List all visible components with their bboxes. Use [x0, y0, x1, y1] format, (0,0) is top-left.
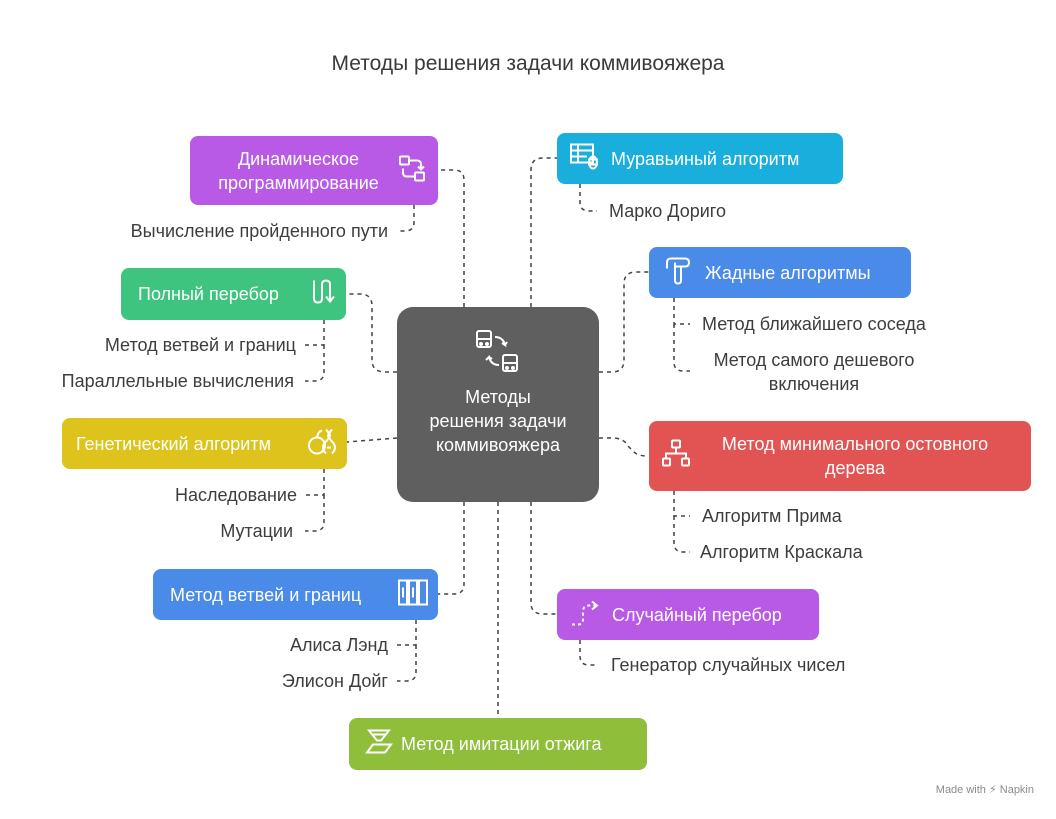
grid-bug-icon [569, 141, 601, 176]
node-label: Динамическое программирование [218, 148, 379, 193]
node-ant-colony: Муравьиный алгоритм [557, 133, 843, 184]
center-node: Методы решения задачи коммивояжера [397, 307, 599, 502]
sub-greedy-2: Метод самого дешевого включения [713, 350, 915, 394]
sub-ant-1: Марко Дориго [609, 201, 726, 221]
node-random-search: Случайный перебор [557, 589, 819, 640]
sub-random-1: Генератор случайных чисел [611, 655, 846, 675]
tree-nodes-icon [661, 439, 691, 474]
sub-brute-1: Метод ветвей и границ [104, 335, 296, 355]
hook-hand-icon [661, 254, 693, 291]
watermark: Made with ⚡ Napkin [935, 784, 1034, 796]
node-brute-force: Полный перебор [121, 268, 346, 320]
zigzag-arrow-icon [310, 277, 338, 312]
node-label: Метод минимального остовного дерева [721, 434, 989, 478]
swap-blocks-icon [397, 153, 427, 188]
funnel-map-icon [365, 727, 393, 762]
node-min-spanning-tree: Метод минимального остовного дерева [649, 421, 1031, 491]
sub-branch-2: Элисон Дойг [281, 671, 388, 691]
node-dynamic-programming: Динамическое программирование [190, 136, 438, 205]
node-genetic-algorithm: Генетический алгоритм [62, 418, 347, 469]
node-branch-and-bound: Метод ветвей и границ [153, 569, 438, 620]
sub-mst-1: Алгоритм Прима [702, 506, 842, 526]
node-simulated-annealing: Метод имитации отжига [349, 718, 647, 770]
sub-brute-2: Параллельные вычисления [61, 371, 294, 391]
node-label: Генетический алгоритм [76, 433, 271, 454]
node-label: Муравьиный алгоритм [611, 148, 800, 169]
sub-genetic-1: Наследование [174, 485, 297, 505]
sub-genetic-2: Мутации [220, 521, 293, 541]
bus-route-icon [473, 327, 523, 382]
node-greedy: Жадные алгоритмы [649, 247, 911, 298]
node-label: Полный перебор [138, 284, 279, 304]
dotted-path-icon [569, 597, 601, 632]
center-label: Методы решения задачи коммивояжера [429, 387, 567, 455]
sub-dynamic-1: Вычисление пройденного пути [130, 221, 388, 241]
sub-branch-1: Алиса Лэнд [289, 635, 388, 655]
node-label: Жадные алгоритмы [705, 262, 871, 283]
node-label: Метод имитации отжига [401, 734, 602, 754]
page-title: Методы решения задачи коммивояжера [331, 52, 725, 75]
dna-apple-icon [306, 425, 336, 462]
sub-greedy-1: Метод ближайшего соседа [702, 314, 926, 334]
node-label: Случайный перебор [612, 604, 782, 625]
node-label: Метод ветвей и границ [170, 584, 362, 605]
sub-mst-2: Алгоритм Краскала [700, 542, 863, 562]
columns-icon [397, 577, 429, 612]
